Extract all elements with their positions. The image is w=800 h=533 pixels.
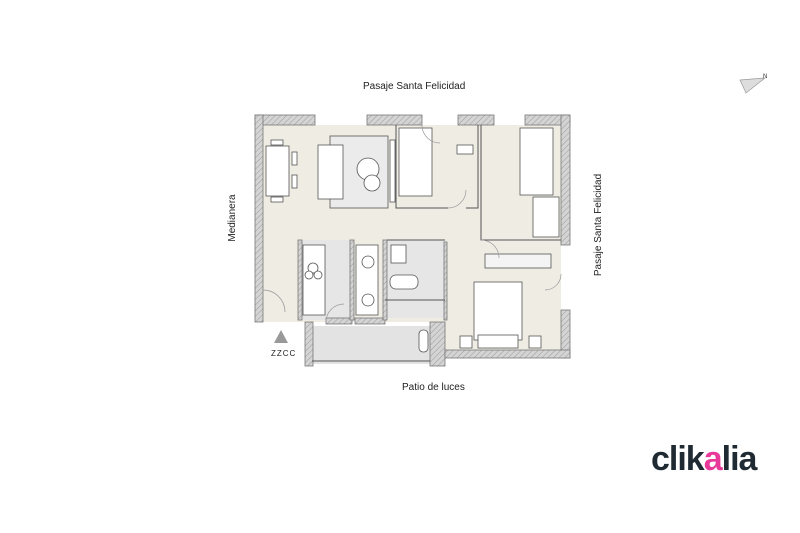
sink xyxy=(390,244,407,264)
side-table xyxy=(363,174,381,192)
chair xyxy=(270,139,284,146)
chair xyxy=(291,151,298,166)
wardrobe xyxy=(532,196,560,238)
dining-table xyxy=(265,145,290,197)
triangle-access-icon xyxy=(274,330,288,343)
bed-1 xyxy=(398,127,433,197)
bottom-side-label: Patio de luces xyxy=(402,382,465,393)
doors xyxy=(262,124,562,323)
partitions xyxy=(312,125,561,362)
desk-chair xyxy=(456,144,474,155)
left-side-label: Medianera xyxy=(227,194,238,242)
furniture xyxy=(265,127,560,353)
wardrobe-3 xyxy=(484,253,552,269)
washbasin xyxy=(418,329,429,353)
north-arrow-icon: N xyxy=(739,74,767,94)
chair xyxy=(270,196,284,203)
common-zones-label: ZZCC xyxy=(271,349,297,358)
chair xyxy=(291,174,298,189)
sofa xyxy=(317,144,344,200)
bed-3 xyxy=(473,281,523,341)
kitchen-counter xyxy=(302,244,326,316)
right-street-label: Pasaje Santa Felicidad xyxy=(593,173,604,277)
walls xyxy=(254,114,571,367)
svg-text:N: N xyxy=(763,74,767,80)
tv-unit xyxy=(389,139,396,203)
clikalia-logo: clikalia xyxy=(651,440,757,478)
toilet xyxy=(389,274,419,290)
patio-floor xyxy=(312,326,430,364)
top-street-label: Pasaje Santa Felicidad xyxy=(363,81,466,92)
bed-2 xyxy=(519,127,554,196)
